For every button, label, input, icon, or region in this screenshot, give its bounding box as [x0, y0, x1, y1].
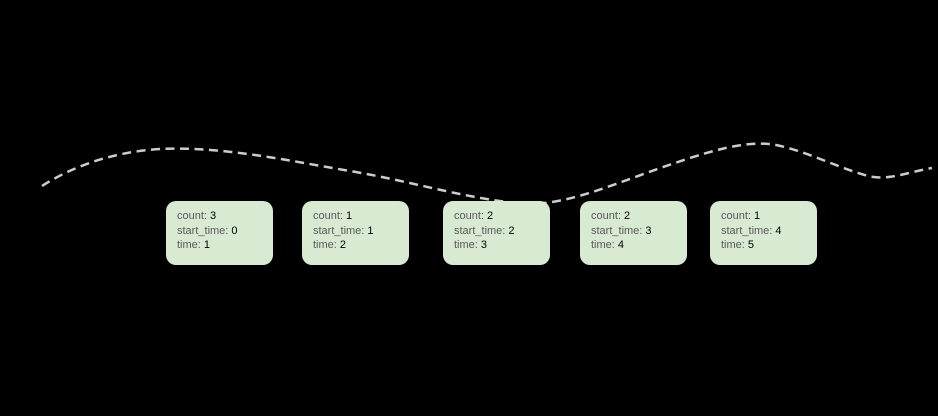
- field-label: time:: [721, 239, 745, 251]
- field-line: time:4: [591, 238, 681, 253]
- field-label: time:: [313, 239, 337, 251]
- field-line: time:3: [454, 238, 544, 253]
- field-value: 1: [367, 224, 374, 237]
- field-line: start_time:4: [721, 224, 811, 239]
- field-line: start_time:1: [313, 224, 403, 239]
- field-label: time:: [177, 239, 201, 251]
- field-label: start_time:: [177, 224, 229, 237]
- field-line: count:2: [591, 209, 681, 224]
- field-value: 5: [747, 239, 754, 251]
- state-box: count:2 start_time:2 time:3: [443, 201, 550, 265]
- field-line: count:1: [721, 209, 811, 224]
- field-value: 1: [345, 210, 353, 222]
- field-line: start_time:3: [591, 224, 681, 239]
- field-value: 1: [203, 239, 210, 251]
- field-line: count:3: [177, 209, 267, 224]
- field-label: start_time:: [721, 224, 773, 237]
- field-label: count:: [721, 210, 751, 222]
- field-value: 1: [753, 210, 761, 222]
- state-box: count:3 start_time:0 time:1: [166, 201, 273, 265]
- dashed-trend-curve: [41, 142, 933, 206]
- field-value: 2: [339, 239, 346, 251]
- field-label: count:: [177, 210, 207, 222]
- field-label: count:: [313, 210, 343, 222]
- field-label: start_time:: [454, 224, 506, 237]
- field-value: 2: [486, 210, 494, 222]
- field-value: 2: [508, 224, 515, 237]
- field-line: time:1: [177, 238, 267, 253]
- field-line: start_time:0: [177, 224, 267, 239]
- field-value: 3: [480, 239, 487, 251]
- field-line: count:1: [313, 209, 403, 224]
- state-box: count:1 start_time:4 time:5: [710, 201, 817, 265]
- field-value: 3: [209, 210, 217, 222]
- field-label: time:: [454, 239, 478, 251]
- field-line: start_time:2: [454, 224, 544, 239]
- field-value: 3: [645, 224, 652, 237]
- state-box: count:1 start_time:1 time:2: [302, 201, 409, 265]
- field-value: 4: [617, 239, 624, 251]
- field-value: 2: [623, 210, 631, 222]
- field-line: time:5: [721, 238, 811, 253]
- field-label: time:: [591, 239, 615, 251]
- field-line: time:2: [313, 238, 403, 253]
- field-label: start_time:: [313, 224, 365, 237]
- field-value: 0: [231, 224, 238, 237]
- field-label: count:: [454, 210, 484, 222]
- field-line: count:2: [454, 209, 544, 224]
- field-value: 4: [775, 224, 782, 237]
- field-label: start_time:: [591, 224, 643, 237]
- state-box: count:2 start_time:3 time:4: [580, 201, 687, 265]
- field-label: count:: [591, 210, 621, 222]
